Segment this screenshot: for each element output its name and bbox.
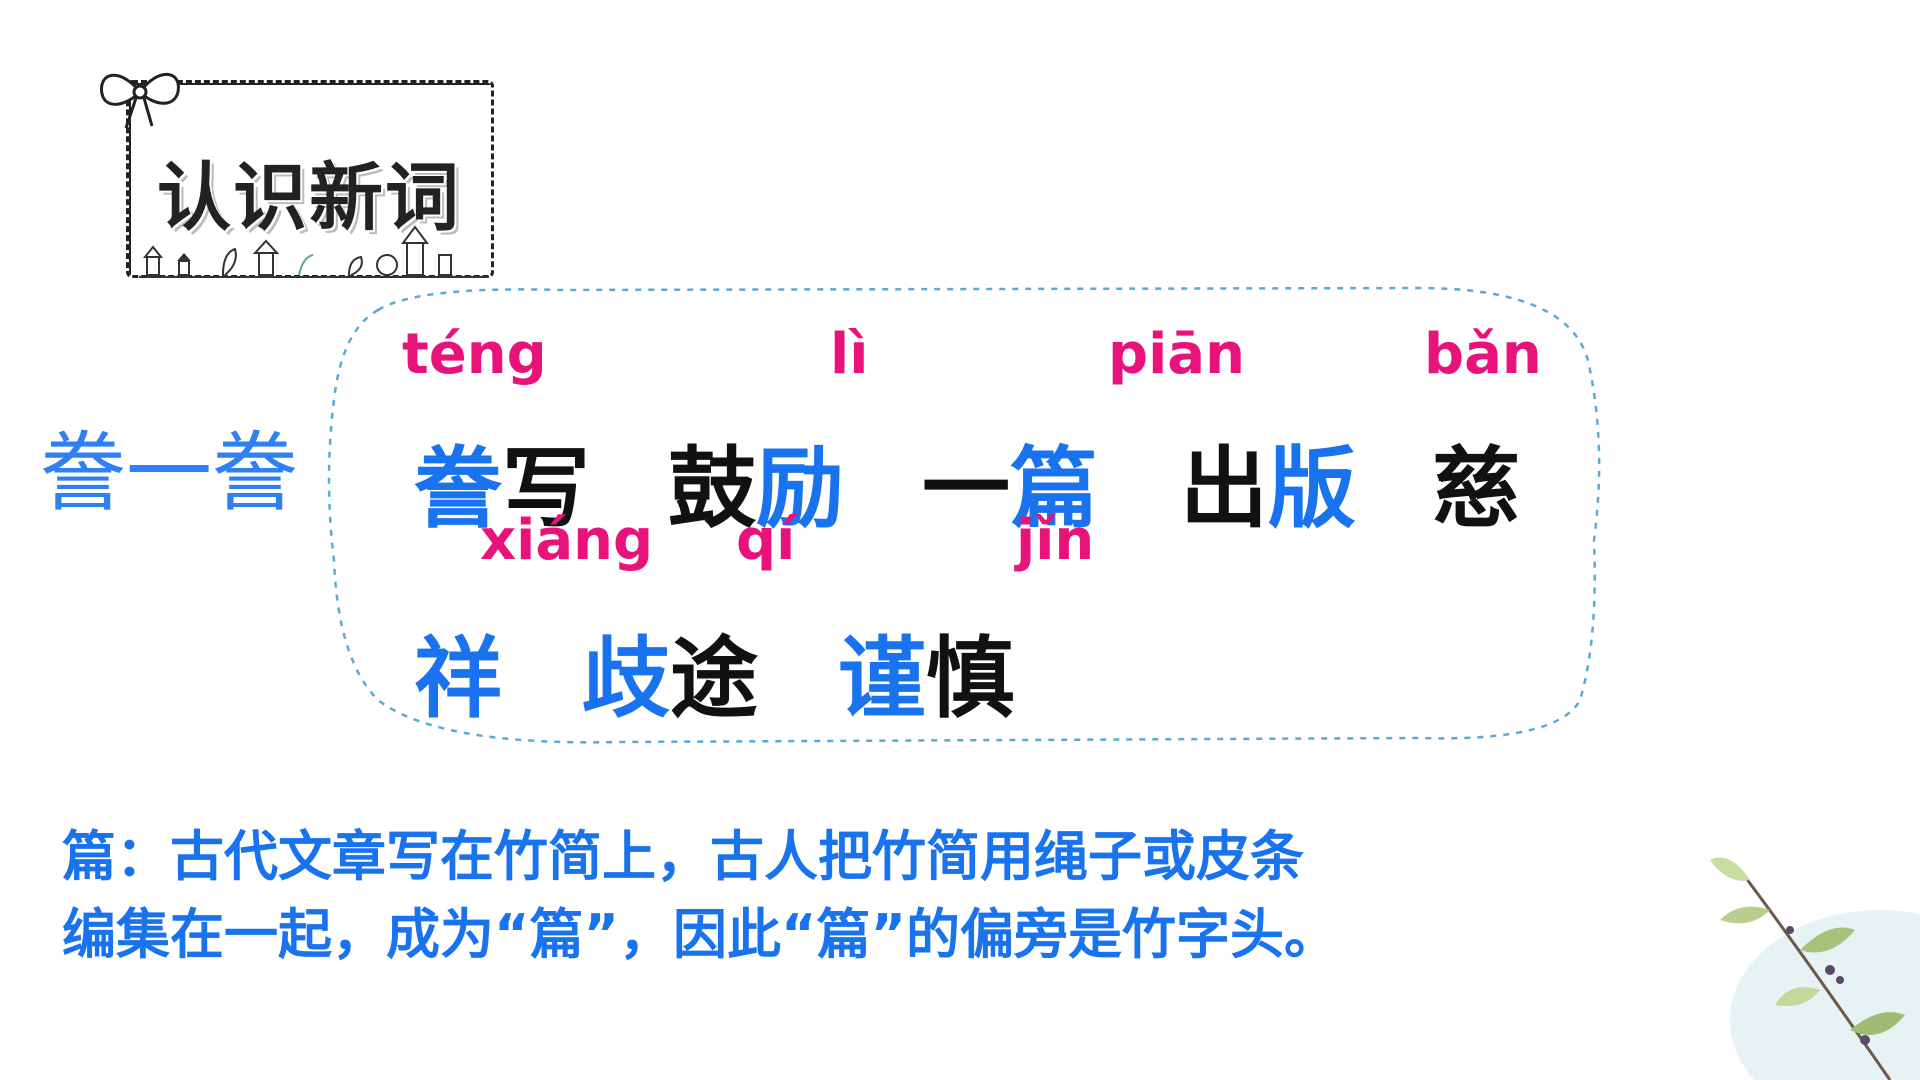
- explanation-text: 篇：古代文章写在竹简上，古人把竹简用绳子或皮条 编集在一起，成为“篇”，因此“篇…: [62, 818, 1682, 974]
- village-icon: [139, 225, 489, 278]
- word-jinshen: 谨慎: [838, 627, 1015, 730]
- pinyin-jin: jǐn: [1016, 508, 1095, 573]
- pinyin-li: lì: [830, 322, 869, 387]
- pinyin-pian: piān: [1108, 322, 1245, 387]
- explanation-line-1: 篇：古代文章写在竹简上，古人把竹简用绳子或皮条: [62, 825, 1304, 888]
- pinyin-teng: téng: [402, 322, 547, 387]
- word-qitu: 歧途: [582, 627, 759, 730]
- word-tengxie: 誊写: [414, 437, 591, 540]
- title-badge: 认识新词: [100, 72, 500, 282]
- page-title: 认识新词: [157, 155, 461, 241]
- explanation-line-2: 编集在一起，成为“篇”，因此“篇”的偏旁是竹字头。: [62, 903, 1338, 966]
- title-frame: 认识新词: [126, 80, 494, 278]
- pinyin-xiang: xiáng: [480, 508, 654, 573]
- word-yipian: 一篇: [922, 437, 1099, 540]
- section-label: 誊一誊: [40, 423, 298, 523]
- word-ci: 慈: [1432, 437, 1521, 540]
- word-guli: 鼓励: [668, 437, 845, 540]
- word-chuban: 出版: [1180, 437, 1357, 540]
- bow-icon: [100, 72, 180, 129]
- pinyin-qi: qí: [736, 508, 796, 573]
- pinyin-ban: bǎn: [1424, 322, 1542, 387]
- word-xiang: 祥: [414, 627, 503, 730]
- plant-decoration: [1710, 857, 1920, 1080]
